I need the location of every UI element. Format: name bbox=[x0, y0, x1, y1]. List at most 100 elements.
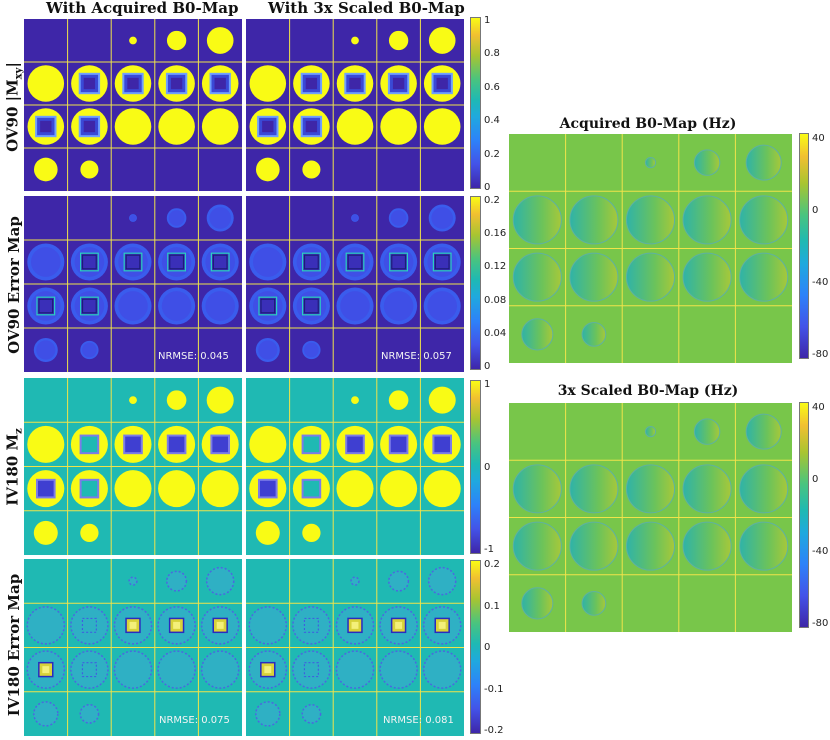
phantom bbox=[205, 566, 235, 596]
p-ov-s-image bbox=[246, 196, 464, 372]
phantom bbox=[80, 523, 99, 543]
phantom bbox=[293, 65, 330, 102]
phantom bbox=[625, 195, 676, 245]
phantom bbox=[255, 338, 280, 362]
phantom bbox=[625, 464, 676, 514]
b0-acquired-panel bbox=[509, 134, 792, 363]
phantom bbox=[255, 701, 281, 727]
phantom bbox=[379, 650, 418, 689]
phantom bbox=[128, 576, 138, 586]
phantom bbox=[249, 287, 287, 325]
colorbar-tick-label: 0 bbox=[484, 182, 491, 193]
phantom bbox=[428, 386, 456, 414]
phantom bbox=[71, 65, 108, 102]
phantom bbox=[70, 425, 108, 463]
phantom bbox=[350, 576, 360, 586]
row-title-ov90-mxy: OV90 |Mxy| bbox=[4, 62, 25, 152]
colorbar-tick-label: -40 bbox=[812, 277, 829, 288]
phantom bbox=[206, 27, 234, 54]
phantom bbox=[422, 650, 462, 689]
phantom bbox=[569, 521, 619, 571]
phantom bbox=[428, 204, 456, 232]
phantom bbox=[422, 606, 462, 645]
phantom bbox=[644, 426, 657, 438]
b0-scaled-title: 3x Scaled B0-Map (Hz) bbox=[557, 383, 739, 399]
phantom bbox=[70, 470, 108, 508]
p-mxy-a-image bbox=[24, 19, 242, 191]
colorbar-tick-label: 0.2 bbox=[484, 195, 500, 206]
colorbar-tick-label: 40 bbox=[812, 402, 825, 413]
phantom bbox=[70, 650, 109, 689]
colorbar-tick-label: 0.04 bbox=[484, 327, 507, 339]
phantom bbox=[158, 65, 195, 102]
phantom bbox=[625, 521, 676, 571]
phantom bbox=[79, 703, 100, 724]
phantom bbox=[157, 606, 196, 645]
colorbar-tick-label: 0.6 bbox=[484, 81, 500, 93]
colorbar-tick-label: -80 bbox=[812, 349, 829, 360]
phantom bbox=[351, 396, 359, 405]
phantom bbox=[201, 287, 239, 325]
colorbar-tick-label: 1 bbox=[484, 379, 491, 390]
colorbar-tick-label: 0 bbox=[812, 205, 819, 216]
mz-colorbar bbox=[470, 380, 481, 554]
phantom bbox=[27, 470, 65, 508]
phantom bbox=[166, 570, 188, 592]
phantom bbox=[129, 214, 137, 222]
phantom bbox=[423, 243, 461, 281]
phantom bbox=[293, 108, 330, 145]
phantom bbox=[248, 606, 288, 645]
row-title-iv180-mz: IV180 Mz bbox=[4, 428, 25, 505]
phantom bbox=[206, 204, 234, 232]
phantom bbox=[26, 606, 66, 645]
colorbar-tick-label: 0.1 bbox=[484, 600, 500, 612]
phantom bbox=[512, 521, 562, 571]
phantom bbox=[625, 252, 676, 302]
phantom bbox=[27, 108, 65, 145]
phantom bbox=[380, 108, 417, 145]
row-title-ov90-error: OV90 Error Map bbox=[5, 216, 23, 354]
phantom bbox=[33, 157, 58, 182]
column-title-acquired: With Acquired B0-Map bbox=[46, 0, 239, 17]
phantom bbox=[114, 470, 152, 508]
nrmse-iv180-scaled: NRMSE: 0.081 bbox=[383, 715, 454, 726]
ov90-mxy-scaled-panel bbox=[246, 19, 464, 191]
phantom bbox=[80, 160, 99, 179]
colorbar-tick-label: -80 bbox=[812, 618, 829, 629]
colorbar-tick-label: -0.2 bbox=[484, 725, 504, 736]
phantom bbox=[70, 606, 109, 645]
phantom bbox=[249, 470, 287, 508]
phantom bbox=[336, 65, 374, 102]
phantom bbox=[33, 520, 58, 545]
colorbar-tick-label: 0.2 bbox=[484, 559, 500, 570]
phantom bbox=[158, 287, 196, 325]
colorbar-tick-label: 1 bbox=[484, 15, 491, 26]
phantom bbox=[745, 144, 782, 181]
ov90-error-acquired-panel bbox=[24, 196, 242, 372]
phantom bbox=[745, 413, 782, 450]
colorbar-tick-label: 40 bbox=[812, 133, 825, 144]
phantom bbox=[166, 208, 187, 228]
phantom bbox=[423, 108, 461, 145]
p-ov-a-image bbox=[24, 196, 242, 372]
phantom bbox=[201, 243, 239, 281]
phantom bbox=[249, 243, 287, 281]
phantom bbox=[292, 650, 331, 689]
row-title-iv180-error: IV180 Error Map bbox=[5, 573, 23, 717]
phantom bbox=[521, 318, 554, 351]
phantom bbox=[739, 252, 789, 302]
ov90-error-colorbar bbox=[470, 196, 481, 370]
phantom bbox=[114, 425, 152, 463]
iv180-error-colorbar bbox=[470, 560, 481, 734]
phantom bbox=[380, 65, 417, 102]
phantom bbox=[292, 287, 330, 325]
iv180-mz-scaled-panel bbox=[246, 378, 464, 555]
phantom bbox=[200, 606, 240, 645]
phantom bbox=[292, 470, 330, 508]
phantom bbox=[114, 65, 152, 102]
phantom bbox=[388, 390, 409, 410]
phantom bbox=[113, 606, 153, 645]
phantom bbox=[569, 195, 619, 245]
colorbar-tick-label: 0 bbox=[812, 474, 819, 485]
row-title-iv180-mz-main: IV180 M bbox=[3, 433, 22, 506]
